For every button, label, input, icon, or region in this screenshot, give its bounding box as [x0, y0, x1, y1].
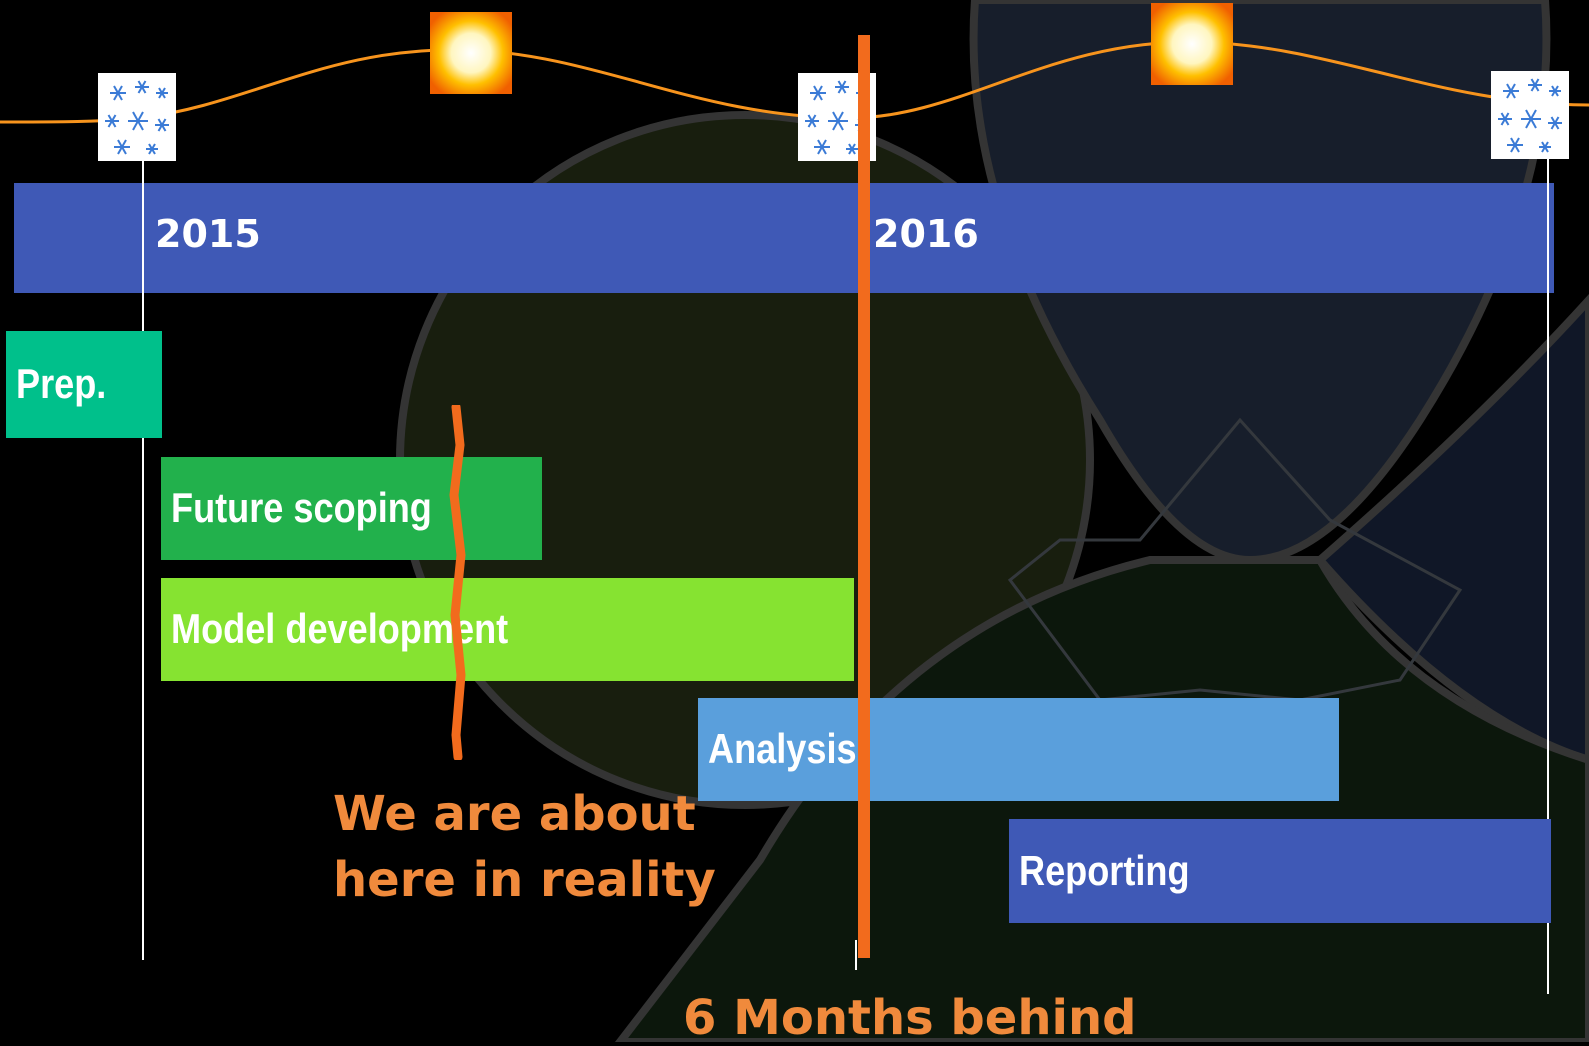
sun-glyph — [1151, 3, 1233, 85]
task-label-reporting: Reporting — [1019, 847, 1190, 894]
snowflake-pattern — [1498, 78, 1562, 153]
snowflake-pattern — [105, 80, 169, 155]
year-divider-2016 — [855, 940, 857, 970]
reality-marker — [449, 405, 466, 760]
reality-callout-line1: We are about — [333, 786, 696, 842]
task-label-future-scoping: Future scoping — [171, 484, 432, 531]
behind-callout: 6 Months behind — [683, 990, 1137, 1046]
task-bar-prep — [6, 331, 162, 438]
sun-icon — [430, 12, 512, 94]
task-bar-future-scoping — [161, 457, 542, 560]
today-line — [858, 35, 870, 958]
task-label-prep: Prep. — [16, 360, 107, 407]
bg-navy-lobe — [1314, 294, 1589, 765]
year-band — [14, 183, 1554, 293]
task-bar-analysis — [698, 698, 1339, 801]
year-divider-2015 — [142, 160, 144, 960]
reality-callout-line2: here in reality — [333, 852, 716, 908]
task-bar-reporting — [1009, 819, 1551, 923]
task-label-analysis: Analysis — [708, 725, 857, 772]
sun-glyph — [430, 12, 512, 94]
year-label-2016: 2016 — [873, 212, 979, 256]
year-divider-2017 — [1547, 159, 1549, 994]
bg-map-outline — [1007, 417, 1463, 702]
task-bar-model-development — [161, 578, 854, 681]
snowflake-icon — [98, 73, 176, 161]
snowflake-icon — [1491, 71, 1569, 159]
year-label-2015: 2015 — [155, 212, 261, 256]
sun-icon — [1151, 3, 1233, 85]
